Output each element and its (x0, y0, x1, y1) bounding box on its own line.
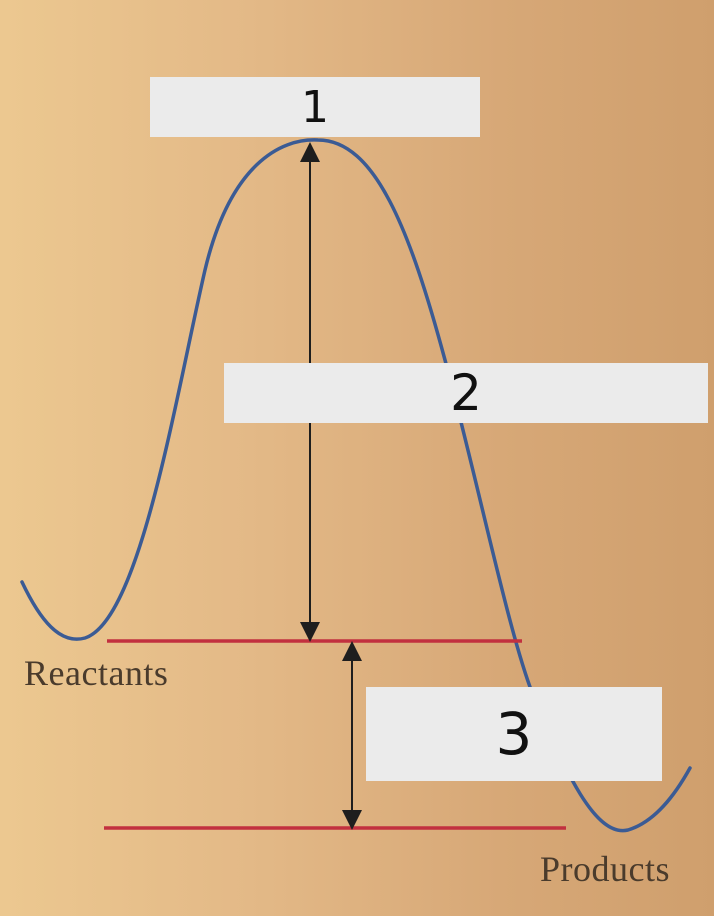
answer-box-2[interactable]: 2 (224, 363, 708, 423)
answer-box-1[interactable]: 1 (150, 77, 480, 137)
energy-curve (20, 138, 692, 833)
products-label: Products (540, 849, 670, 889)
answer-box-3[interactable]: 3 (366, 687, 662, 781)
reactants-label: Reactants (24, 653, 169, 693)
